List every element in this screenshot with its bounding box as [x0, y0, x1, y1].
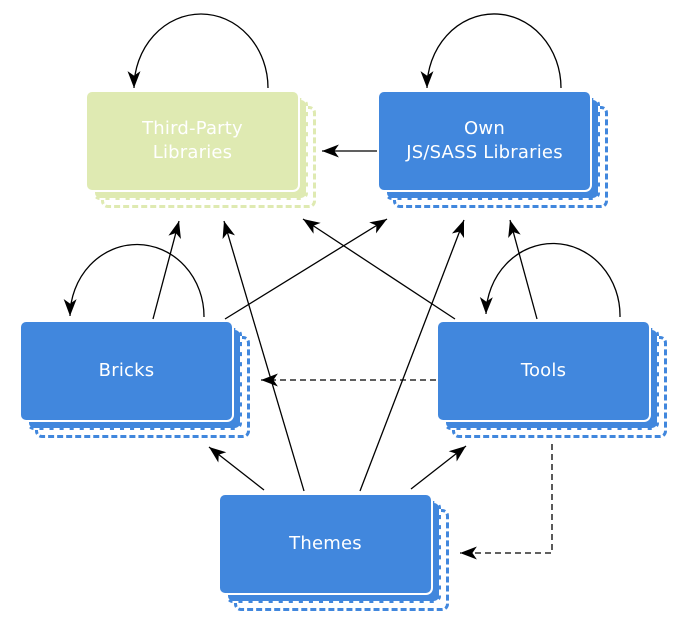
edge-tools-to-third_party: [302, 218, 456, 320]
stack-card-front: Own JS/SASS Libraries: [377, 90, 592, 192]
edge-themes-to-bricks: [208, 446, 265, 491]
node-label: Tools: [520, 359, 567, 381]
stack-card-front: Third-Party Libraries: [85, 90, 300, 192]
node-own-js-sass-libraries: Own JS/SASS Libraries: [377, 90, 608, 208]
node-label: Themes: [289, 532, 362, 554]
stack-card-front: Bricks: [19, 320, 234, 422]
edge-themes-to-own: [359, 219, 465, 492]
node-label: Own JS/SASS Libraries: [406, 117, 563, 163]
edge-themes-to-third_party: [222, 220, 305, 492]
node-label: Third-Party Libraries: [142, 117, 243, 163]
edge-tools-to-own: [508, 219, 538, 320]
edge-bricks-to-own: [224, 218, 388, 320]
stack-card-front: Themes: [218, 493, 433, 595]
node-third-party-libraries: Third-Party Libraries: [85, 90, 316, 208]
self-loop-bricks: [63, 243, 205, 318]
edge-themes-to-tools: [410, 445, 467, 490]
edge-tools-to-themes: [460, 444, 553, 560]
node-themes: Themes: [218, 493, 449, 611]
edge-bricks-to-third_party: [152, 220, 181, 320]
self-loop-own: [420, 13, 562, 89]
self-loop-third_party: [127, 13, 269, 89]
node-bricks: Bricks: [19, 320, 250, 438]
stack-card-front: Tools: [436, 320, 651, 422]
node-tools: Tools: [436, 320, 667, 438]
node-label: Bricks: [98, 359, 155, 381]
self-loop-tools: [479, 242, 621, 318]
